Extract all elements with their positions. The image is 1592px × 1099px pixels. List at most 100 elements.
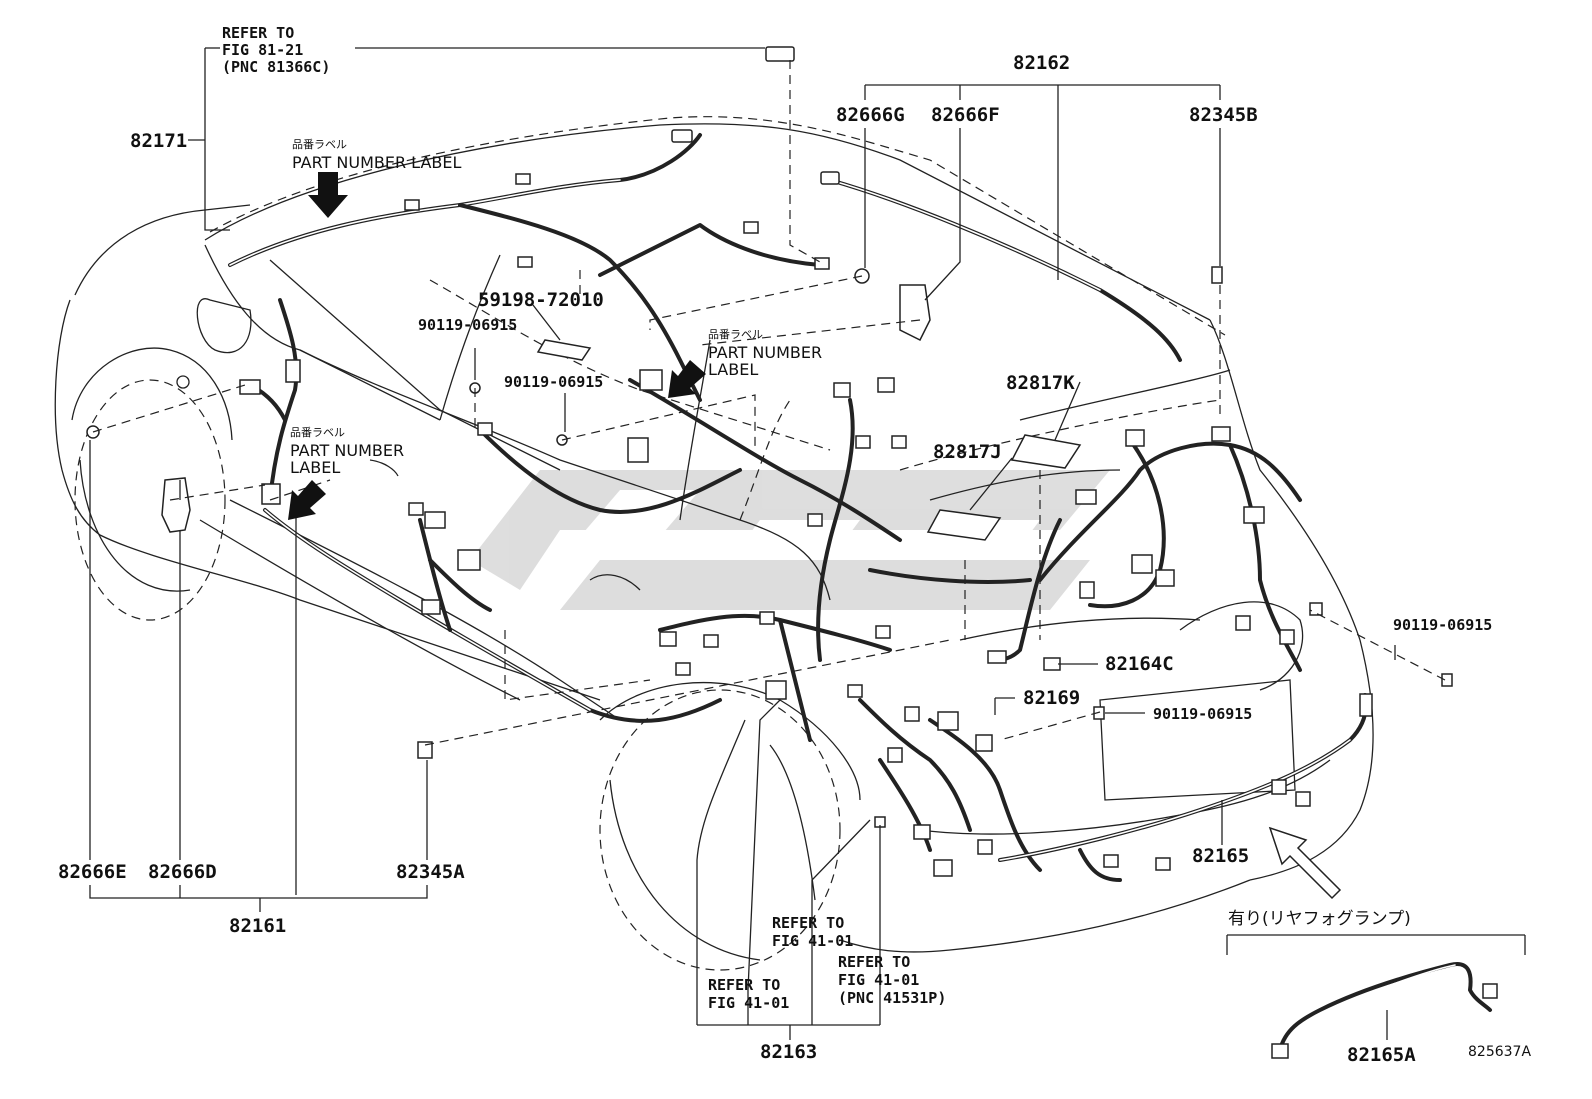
connector <box>675 662 691 676</box>
connector <box>1093 706 1105 720</box>
part-82169: 82169 <box>1023 687 1080 709</box>
connector <box>1043 657 1061 671</box>
part-82666D: 82666D <box>148 861 217 883</box>
refer-a-line2: FIG 41-01 <box>772 932 853 950</box>
watermark-logo <box>470 470 1110 610</box>
connectors <box>86 46 1498 1059</box>
connector <box>1359 693 1373 717</box>
car-body-outline <box>54 116 1374 971</box>
part-82817K: 82817K <box>1006 372 1075 394</box>
connector <box>975 734 993 752</box>
connector <box>671 129 693 143</box>
connector <box>887 747 903 763</box>
pn-label-1-jp: 品番ラベル <box>292 138 347 151</box>
connector <box>1235 615 1251 631</box>
connector <box>977 839 993 855</box>
pn-label-1-en: PART NUMBER LABEL <box>292 153 461 172</box>
sticker-82817K <box>1010 434 1082 469</box>
connector <box>408 502 424 516</box>
connector <box>1079 581 1095 599</box>
roof-harness-82171 <box>228 133 822 502</box>
floor-harness-82161 <box>263 508 722 723</box>
connector <box>987 650 1007 664</box>
pointer-arrows <box>288 172 706 520</box>
part-82345A: 82345A <box>396 861 465 883</box>
connector <box>875 625 891 639</box>
pn-label-3-en2: LABEL <box>290 458 340 477</box>
refer-top-line3: (PNC 81366C) <box>222 58 330 76</box>
connector <box>1211 266 1223 284</box>
connector <box>424 511 446 529</box>
connector <box>1482 983 1498 999</box>
part-82171: 82171 <box>130 130 187 152</box>
connector <box>239 379 261 395</box>
pn-label-2-en1: PART NUMBER <box>708 343 822 362</box>
connector <box>913 824 931 840</box>
refer-c-line3: (PNC 41531P) <box>838 989 946 1007</box>
refer-a-line1: REFER TO <box>772 914 844 932</box>
connector <box>807 513 823 527</box>
sticker-82817J <box>926 509 1002 541</box>
pn-label-2-jp: 品番ラベル <box>708 328 763 341</box>
connector <box>515 173 531 185</box>
connector <box>659 631 677 647</box>
connector <box>855 435 871 449</box>
refer-top-line1: REFER TO <box>222 24 294 42</box>
connector <box>477 422 493 436</box>
part-82162: 82162 <box>1013 52 1070 74</box>
connector <box>814 257 830 270</box>
part-82165A: 82165A <box>1347 1044 1416 1066</box>
part-82164C: 82164C <box>1105 653 1174 675</box>
part-82161: 82161 <box>229 915 286 937</box>
refer-b-line2: FIG 41-01 <box>708 994 789 1012</box>
part-90119-d: 90119-06915 <box>1153 705 1252 723</box>
fog-harness-82165A <box>1278 962 1492 1052</box>
connector <box>765 46 795 62</box>
connector <box>417 741 433 759</box>
bracket-82666F <box>899 284 931 342</box>
connector <box>1125 429 1145 447</box>
connector <box>1295 791 1311 807</box>
connector <box>933 859 953 877</box>
connector <box>1243 506 1265 524</box>
part-82666F: 82666F <box>931 104 1000 126</box>
connector <box>877 377 895 393</box>
connector <box>1075 489 1097 505</box>
part-90119-b: 90119-06915 <box>504 373 603 391</box>
connector <box>759 611 775 625</box>
refer-top-line2: FIG 81-21 <box>222 41 303 59</box>
connector <box>404 199 420 211</box>
connector <box>1441 673 1453 687</box>
part-82165: 82165 <box>1192 845 1249 867</box>
leader-lines <box>89 47 1526 1040</box>
rear-harness-82163-82169 <box>418 518 1042 872</box>
connector <box>517 256 533 268</box>
connector <box>627 437 649 463</box>
connector <box>1131 554 1153 574</box>
connector <box>891 435 907 449</box>
connector <box>1271 1043 1289 1059</box>
connector <box>847 684 863 698</box>
connector <box>1155 857 1171 871</box>
connector <box>421 599 441 615</box>
connector <box>1279 629 1295 645</box>
part-82817J: 82817J <box>933 441 1002 463</box>
connector <box>1309 602 1323 616</box>
refer-b-line1: REFER TO <box>708 976 780 994</box>
part-90119-a: 90119-06915 <box>418 316 517 334</box>
connector <box>1103 854 1119 868</box>
part-90119-c: 90119-06915 <box>1393 616 1492 634</box>
connector <box>285 359 301 383</box>
connector <box>457 549 481 571</box>
pad-59198 <box>536 339 592 361</box>
arrow-down-icon <box>308 172 348 218</box>
dashed-callouts <box>92 60 1446 746</box>
connector <box>904 706 920 722</box>
refer-c-line1: REFER TO <box>838 953 910 971</box>
refer-c-line2: FIG 41-01 <box>838 971 919 989</box>
connector <box>833 382 851 398</box>
arrow-down-left-icon <box>668 360 706 398</box>
rear-fog-note: 有り(リヤフォグランプ) <box>1228 909 1411 929</box>
